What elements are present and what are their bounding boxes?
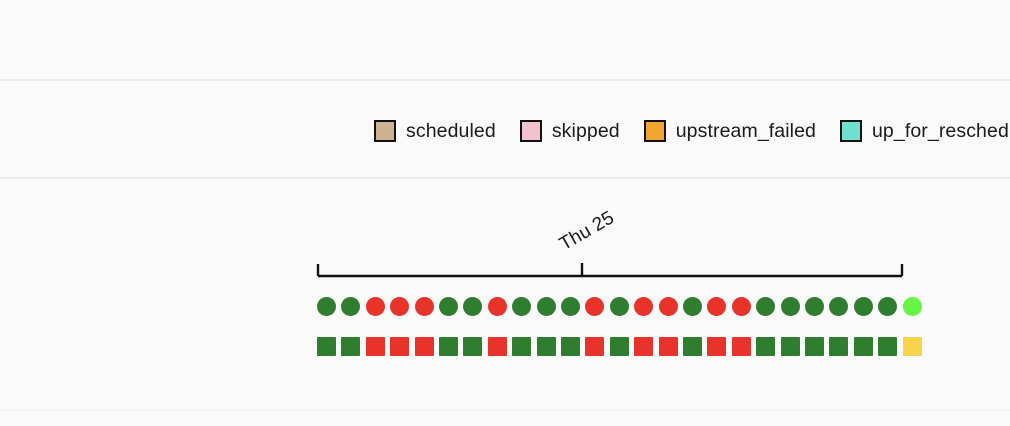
legend-item-scheduled[interactable]: scheduled xyxy=(374,120,496,142)
dag-runs-row xyxy=(0,297,1010,321)
task-instances-marker[interactable] xyxy=(683,337,702,356)
task-instances-marker[interactable] xyxy=(512,337,532,356)
dag-runs-marker[interactable] xyxy=(512,297,532,316)
scheduled-swatch-icon xyxy=(374,120,396,142)
task-instances-marker[interactable] xyxy=(853,337,873,356)
dag-runs-marker[interactable] xyxy=(707,297,727,316)
task-instances-marker[interactable] xyxy=(439,337,458,356)
dag-runs-marker[interactable] xyxy=(585,297,605,316)
dag-runs-marker[interactable] xyxy=(878,297,898,316)
top-toolbar-strip xyxy=(0,0,1010,81)
dag-runs-marker[interactable] xyxy=(439,297,458,316)
dag-runs-marker[interactable] xyxy=(317,297,336,316)
dag-runs-marker[interactable] xyxy=(780,297,800,316)
upstream-failed-swatch-icon xyxy=(643,120,666,142)
bottom-strip xyxy=(0,411,1010,426)
dag-runs-marker[interactable] xyxy=(365,297,385,316)
legend: scheduled skipped upstream_failed up_for… xyxy=(374,118,1010,144)
up-for-reschedule-swatch-icon xyxy=(839,120,862,142)
dag-runs-marker[interactable] xyxy=(805,297,824,316)
task-instances-marker[interactable] xyxy=(390,337,410,356)
legend-label-up-for-reschedule: up_for_reschedule xyxy=(871,120,1010,142)
dag-runs-marker[interactable] xyxy=(731,297,751,316)
dag-runs-marker[interactable] xyxy=(463,297,483,316)
dag-runs-marker[interactable] xyxy=(341,297,361,316)
dag-runs-marker[interactable] xyxy=(756,297,776,316)
task-instances-marker[interactable] xyxy=(878,337,898,356)
task-instances-marker[interactable] xyxy=(561,337,580,356)
task-instances-marker[interactable] xyxy=(317,337,336,356)
task-instances-marker[interactable] xyxy=(365,337,385,356)
axis-bracket xyxy=(316,263,904,278)
task-instances-marker[interactable] xyxy=(463,337,483,356)
dag-runs-marker[interactable] xyxy=(853,297,873,316)
legend-label-skipped: skipped xyxy=(551,120,620,142)
task-instances-marker[interactable] xyxy=(902,337,922,356)
task-instances-marker[interactable] xyxy=(634,337,654,356)
dag-runs-marker[interactable] xyxy=(390,297,410,316)
legend-label-upstream-failed: upstream_failed xyxy=(675,120,816,142)
task-instances-marker[interactable] xyxy=(487,337,507,356)
skipped-swatch-icon xyxy=(519,120,542,142)
dag-runs-marker[interactable] xyxy=(902,297,922,316)
task-instances-marker[interactable] xyxy=(829,337,849,356)
dag-runs-marker[interactable] xyxy=(414,297,434,316)
dag-runs-marker[interactable] xyxy=(683,297,702,316)
dag-runs-marker[interactable] xyxy=(634,297,654,316)
task-instances-marker[interactable] xyxy=(805,337,824,356)
legend-label-scheduled: scheduled xyxy=(406,120,496,142)
dag-runs-marker[interactable] xyxy=(658,297,678,316)
task-instances-row xyxy=(0,337,1010,361)
task-instances-marker[interactable] xyxy=(658,337,678,356)
dag-runs-marker[interactable] xyxy=(487,297,507,316)
dag-runs-marker[interactable] xyxy=(536,297,556,316)
dag-runs-marker[interactable] xyxy=(609,297,629,316)
task-instances-marker[interactable] xyxy=(609,337,629,356)
task-instances-marker[interactable] xyxy=(341,337,361,356)
task-instances-marker[interactable] xyxy=(585,337,605,356)
task-instances-marker[interactable] xyxy=(780,337,800,356)
legend-item-upstream-failed[interactable]: upstream_failed xyxy=(643,120,816,142)
dag-runs-marker[interactable] xyxy=(561,297,580,316)
dag-grid-band: Thu 25 xyxy=(0,179,1010,411)
legend-item-up-for-reschedule[interactable]: up_for_reschedule xyxy=(839,120,1010,142)
task-instances-marker[interactable] xyxy=(756,337,776,356)
task-instances-marker[interactable] xyxy=(414,337,434,356)
task-instances-marker[interactable] xyxy=(731,337,751,356)
legend-band: scheduled skipped upstream_failed up_for… xyxy=(0,81,1010,179)
task-instances-marker[interactable] xyxy=(707,337,727,356)
dag-runs-marker[interactable] xyxy=(829,297,849,316)
legend-item-skipped[interactable]: skipped xyxy=(519,120,620,142)
task-instances-marker[interactable] xyxy=(536,337,556,356)
dag-grid-chart: Thu 25 xyxy=(0,179,1010,411)
